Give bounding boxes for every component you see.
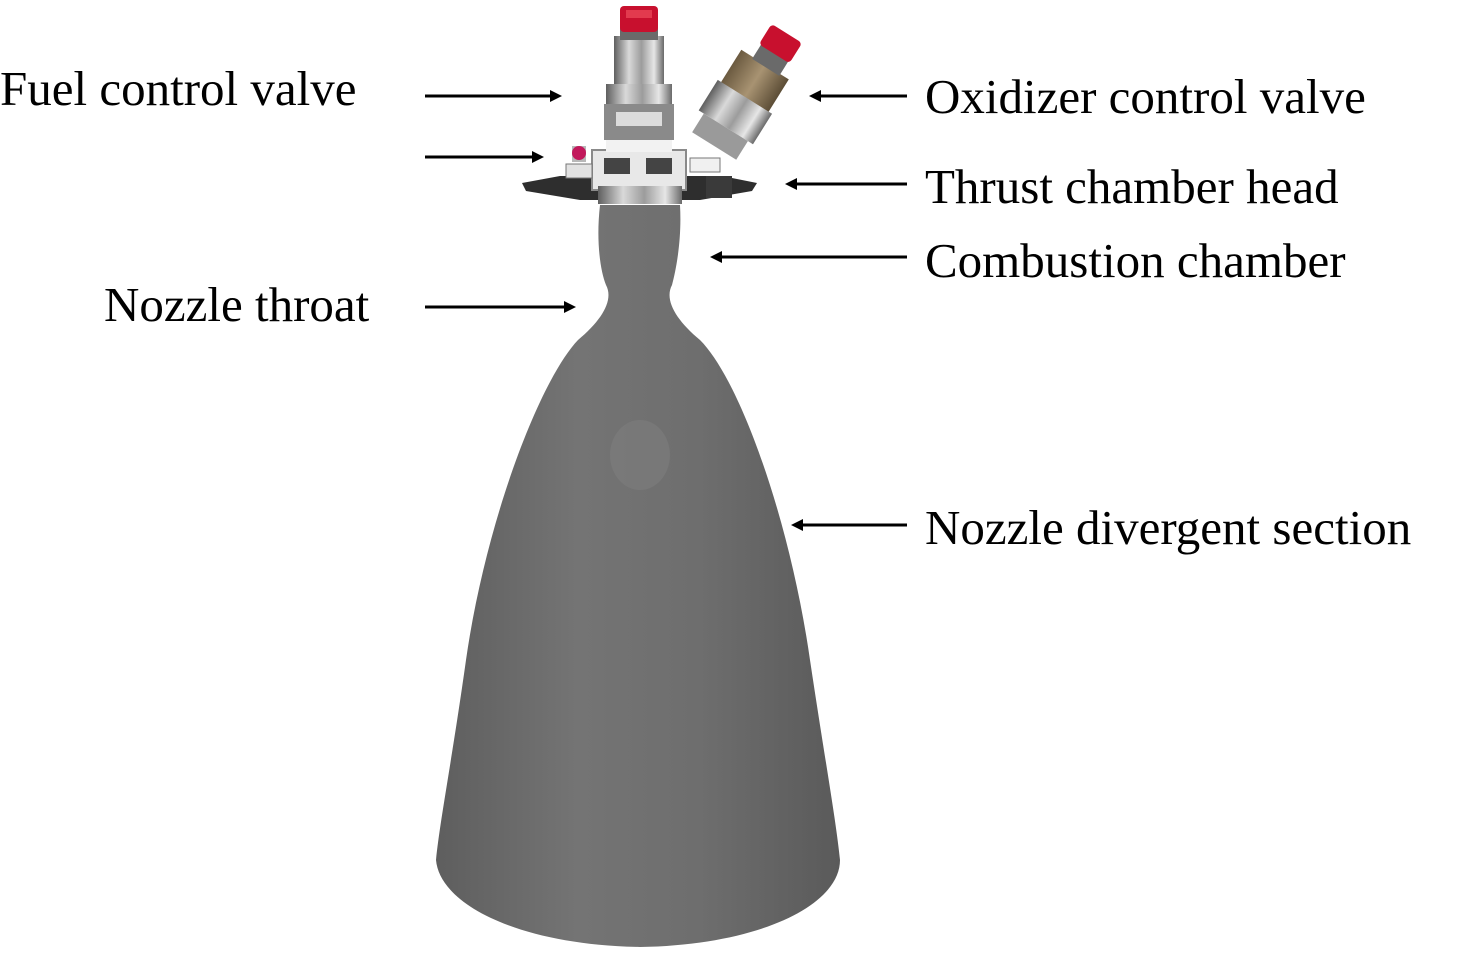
nozzle-body xyxy=(436,205,840,947)
nozzle-highlight xyxy=(610,420,670,490)
fuel-valve-shape xyxy=(604,6,674,152)
oxidizer-valve-shape xyxy=(692,25,801,160)
thrust-chamber-head-shape xyxy=(522,146,757,204)
label-fuel-control-valve: Fuel control valve xyxy=(0,61,357,116)
leader-arrows xyxy=(425,90,907,531)
label-thrust-chamber-head: Thrust chamber head xyxy=(925,159,1339,214)
label-combustion-chamber: Combustion chamber xyxy=(925,233,1346,288)
label-nozzle-divergent-section: Nozzle divergent section xyxy=(925,500,1412,555)
label-oxidizer-control-valve: Oxidizer control valve xyxy=(925,69,1366,124)
label-nozzle-throat: Nozzle throat xyxy=(104,277,370,332)
